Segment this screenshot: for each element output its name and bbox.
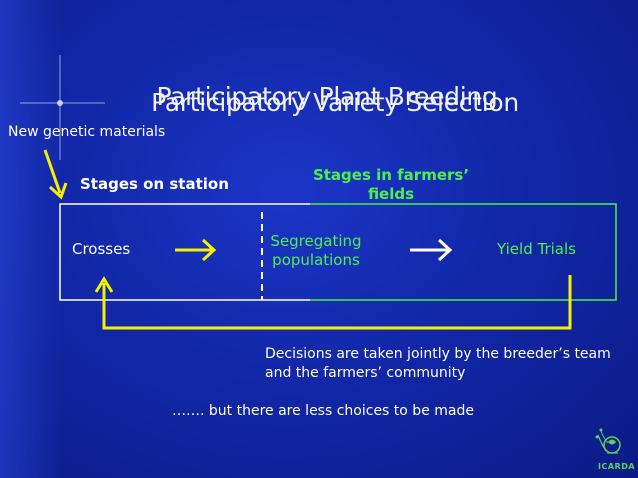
title-participatory-variety-selection: Participatory Variety Selection <box>151 88 519 117</box>
stages-in-farmers-fields-label: Stages in farmers’ fields <box>312 166 470 203</box>
title-participatory-plant-breeding: Participatory Plant Breeding <box>156 82 498 111</box>
new-materials-arrow <box>43 149 68 200</box>
segregating-populations-label: Segregating populations <box>270 232 362 269</box>
choices-note: ……. but there are less choices to be mad… <box>172 403 474 419</box>
feedback-loop-arrow <box>94 275 572 330</box>
new-genetic-materials-label: New genetic materials <box>8 124 166 140</box>
crosses-label: Crosses <box>72 240 131 258</box>
yield-trials-label: Yield Trials <box>497 240 576 258</box>
farmers-fields-box <box>310 203 617 301</box>
arrow-crosses-to-segregating <box>175 238 217 262</box>
icarda-logo-text: ICARDA <box>598 462 636 471</box>
decisions-note: Decisions are taken jointly by the breed… <box>265 346 611 381</box>
sparkle-decoration <box>20 55 105 160</box>
left-accent-strip <box>0 0 62 478</box>
arrow-segregating-to-yield <box>410 238 453 262</box>
stages-on-station-label: Stages on station <box>80 175 229 193</box>
station-box <box>59 203 310 301</box>
icarda-logo <box>595 428 621 454</box>
